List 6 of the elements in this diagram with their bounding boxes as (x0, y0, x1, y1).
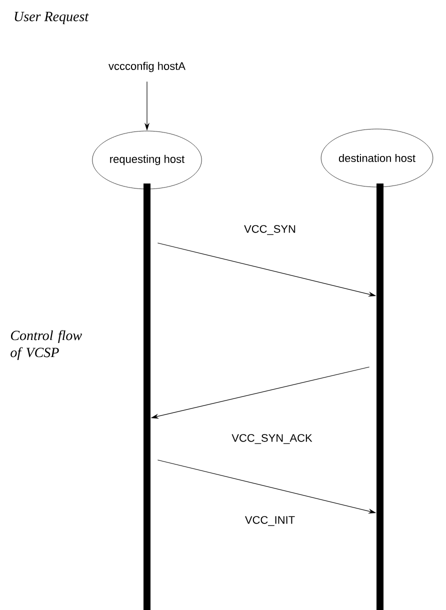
note: Control flow of VCSP (10, 330, 82, 360)
edge-label: VCC_INIT (244, 516, 295, 526)
command-text: vccconfig hostA (108, 62, 186, 72)
edge-label: VCC_SYN (244, 225, 296, 235)
edge-label: VCC_SYN_ACK (232, 434, 312, 444)
heading: User Request (14, 12, 89, 24)
